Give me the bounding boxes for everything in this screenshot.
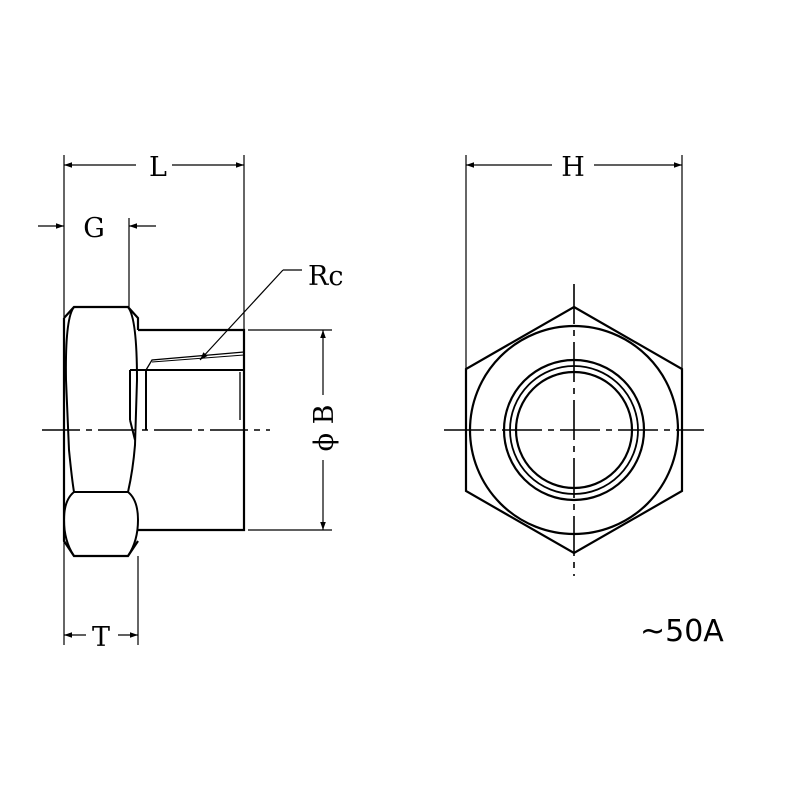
thread-lines	[151, 354, 245, 363]
size-range-label: ~50A	[640, 614, 724, 649]
label-T: T	[92, 622, 110, 653]
label-H: H	[561, 152, 585, 183]
hex-lower-face	[62, 491, 140, 557]
hex-head-outline	[62, 305, 140, 558]
side-center-cut	[129, 419, 147, 441]
label-Rc: Rc	[308, 261, 343, 292]
front-view	[444, 284, 704, 576]
rc-leader-arrow	[199, 269, 284, 361]
hex-flat-curve	[64, 306, 139, 493]
label-B: ϕ B	[309, 405, 340, 452]
thread-bore	[129, 355, 245, 420]
side-view	[42, 305, 270, 558]
dimension-lines	[38, 162, 682, 638]
label-G: G	[83, 213, 105, 244]
extension-lines	[63, 155, 683, 645]
thread-taper	[145, 351, 245, 420]
label-L: L	[149, 152, 167, 183]
